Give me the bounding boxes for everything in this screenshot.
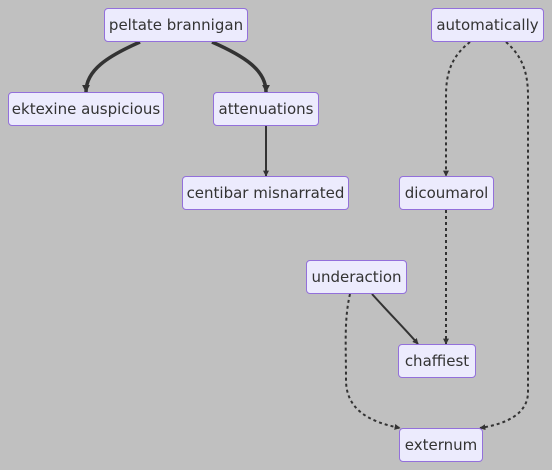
edge-automatically-to-dicoumarol: [443, 41, 471, 177]
edge-automatically-to-externum: [479, 41, 529, 431]
node-automatically: automatically: [431, 8, 544, 42]
edge-peltate-to-attenuations: [211, 40, 270, 93]
edge-underaction-to-chaffiest: [371, 293, 419, 345]
node-centibar-misnarrated: centibar misnarrated: [182, 176, 349, 210]
node-attenuations: attenuations: [213, 92, 319, 126]
node-underaction: underaction: [306, 260, 407, 294]
node-peltate-brannigan: peltate brannigan: [104, 8, 248, 42]
node-ektexine-auspicious: ektexine auspicious: [8, 92, 164, 126]
edge-peltate-to-ektexine: [82, 40, 141, 93]
node-externum: externum: [399, 428, 483, 462]
node-chaffiest: chaffiest: [398, 344, 476, 378]
node-dicoumarol: dicoumarol: [399, 176, 494, 210]
edge-underaction-to-externum: [344, 293, 401, 430]
